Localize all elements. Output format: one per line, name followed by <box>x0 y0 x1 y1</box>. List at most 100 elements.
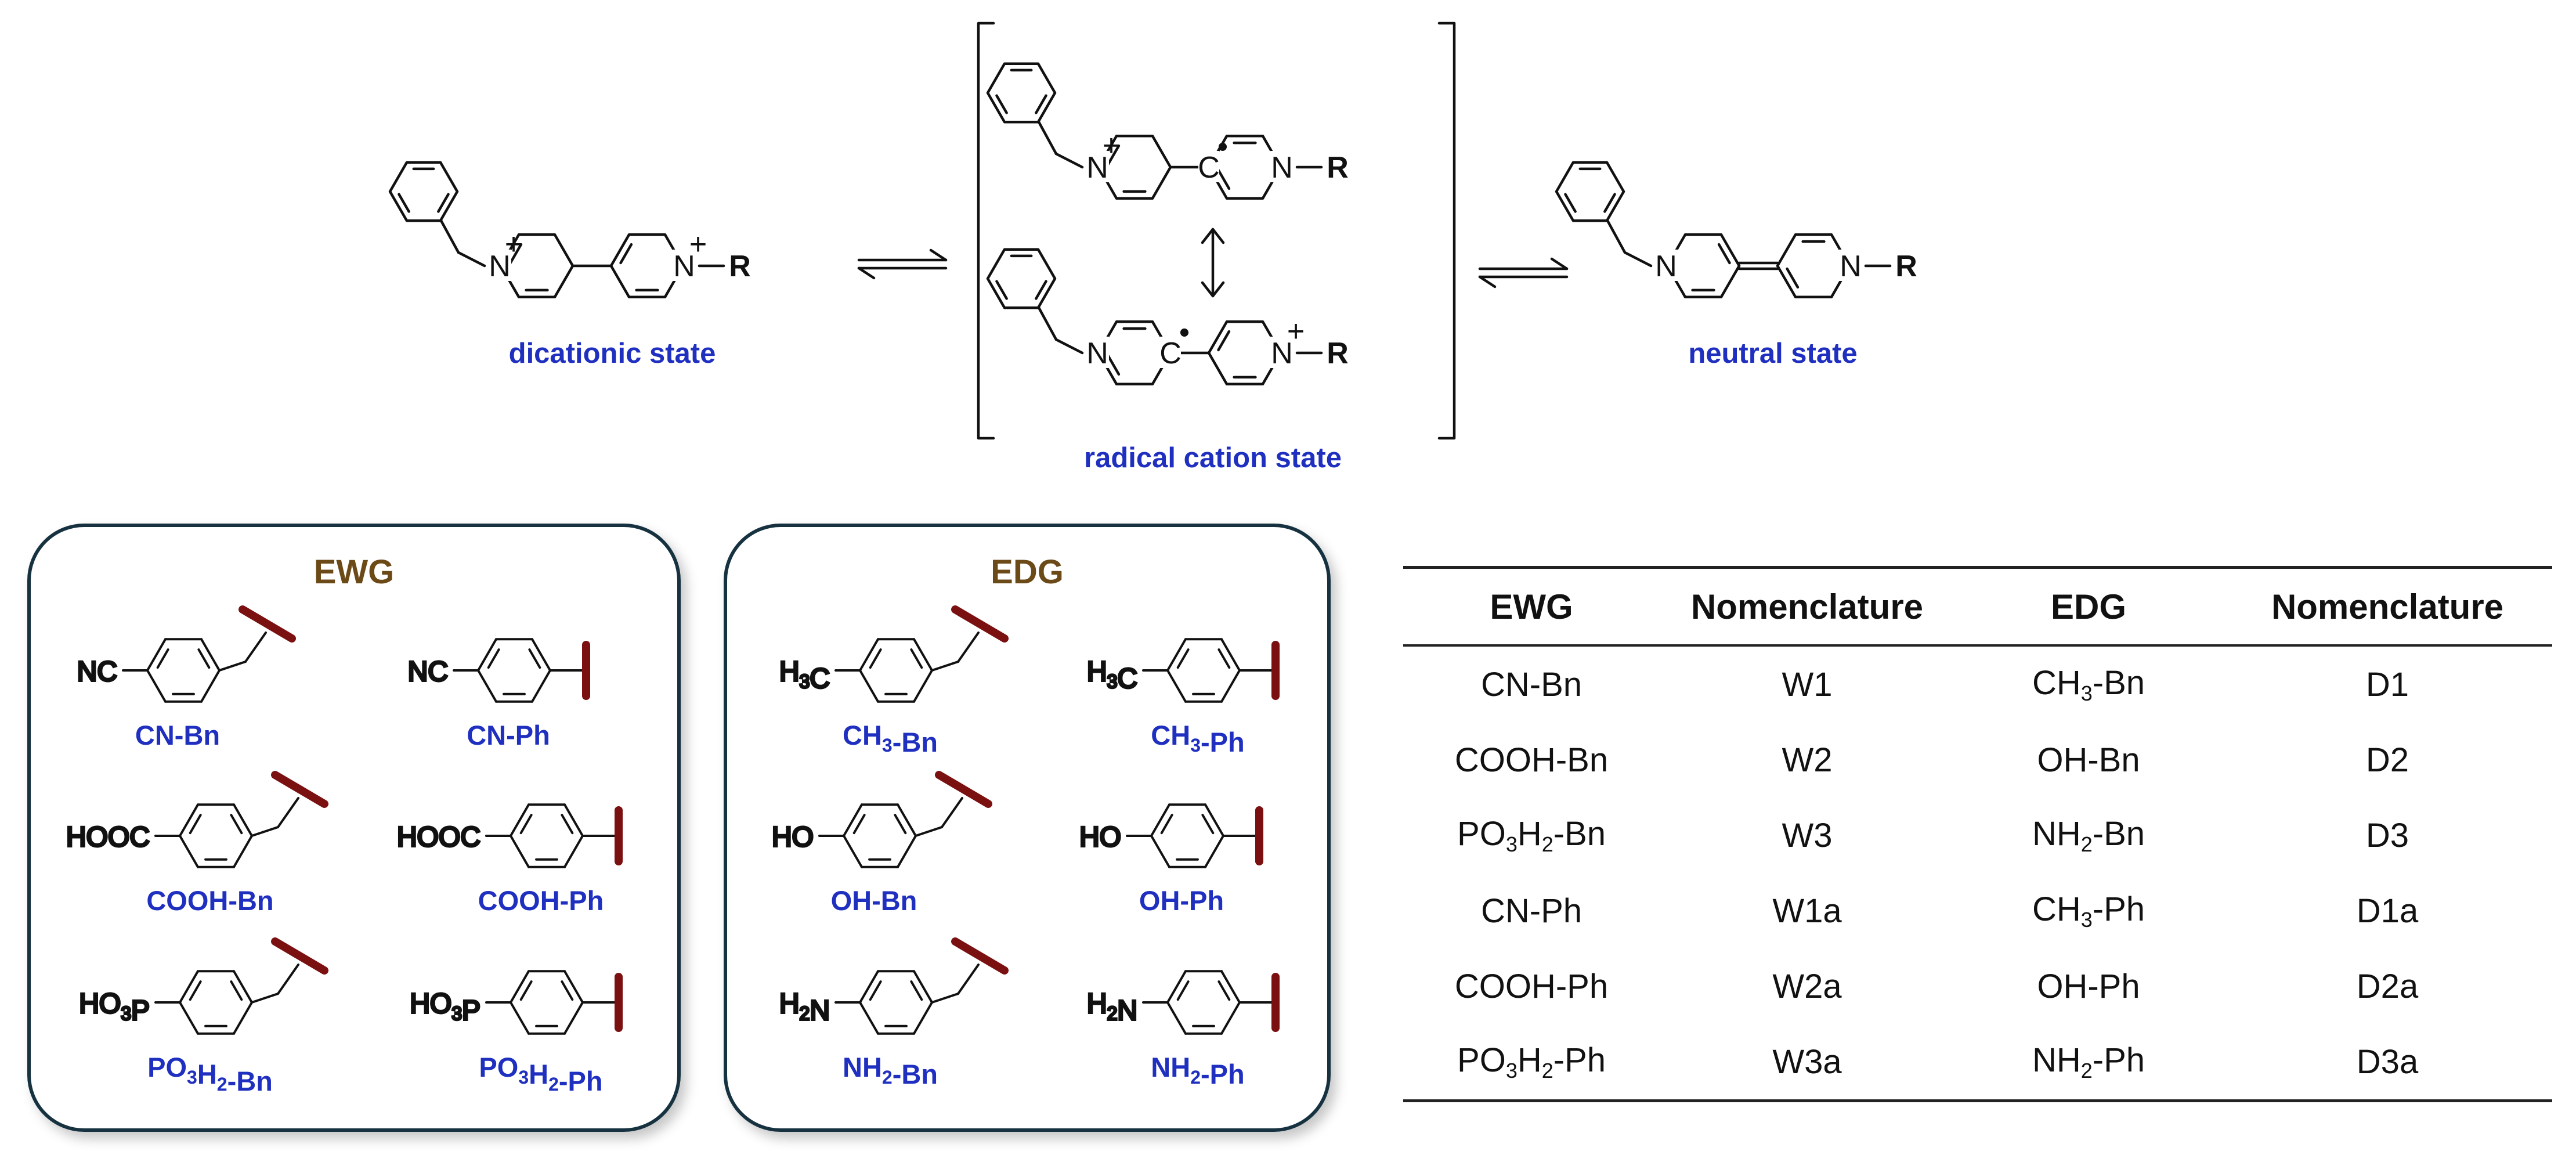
ring-double-bond <box>230 814 243 835</box>
ring-bond <box>233 803 253 837</box>
ring-double-bond <box>1201 814 1215 835</box>
benzyl-bond <box>277 797 299 828</box>
arrow-head <box>1550 257 1569 270</box>
atom-mask <box>1270 151 1294 182</box>
edg-box-title: EDG <box>991 553 1064 591</box>
table-cell: W2 <box>1782 741 1833 779</box>
atom-mask <box>1086 337 1109 368</box>
table-cell: CN-Bn <box>1480 665 1583 703</box>
ring-bond <box>563 970 584 1004</box>
surface-anchor <box>935 771 992 808</box>
ring-double-bond <box>561 980 574 1001</box>
table-cell: W3 <box>1782 816 1833 854</box>
substituent-formula: HO3P <box>79 988 150 1026</box>
charge-plus: + <box>1103 129 1120 163</box>
table-header-row: EWG Nomenclature EDG Nomenclature <box>1403 566 2552 647</box>
substituent-formula: HOOC <box>66 822 150 853</box>
substituent-label: PO3H2-Bn <box>147 1052 273 1096</box>
ring-double-bond <box>1035 94 1047 114</box>
benzyl-bond <box>931 661 959 672</box>
ring-outline <box>1555 161 1625 222</box>
table-cell: NH2-Bn <box>2032 814 2145 856</box>
ring-bond <box>913 638 933 672</box>
substituent-label: COOH-Ph <box>478 885 604 916</box>
table-cell: CN-Ph <box>1480 892 1583 930</box>
surface-anchor <box>239 605 296 643</box>
ring-double-bond <box>1786 267 1800 289</box>
table-cell: OH-Ph <box>2037 967 2140 1005</box>
pyridinium-ring-2 <box>1207 320 1282 385</box>
ring-bond <box>531 669 551 703</box>
ring-bond <box>1776 264 1797 298</box>
table-cell: CH3-Ph <box>2032 890 2145 932</box>
table-cell: D1 <box>2365 665 2409 703</box>
ring-bond <box>531 638 551 672</box>
table-cell: D2a <box>2356 967 2419 1005</box>
substituent-formula: HO <box>772 822 814 853</box>
table-cell: W1a <box>1772 892 1842 930</box>
ring-bond <box>553 264 575 298</box>
substituent-formula: H3C <box>779 656 830 694</box>
ring-bond <box>913 669 933 703</box>
ring-bond <box>510 803 530 837</box>
benzyl-bond <box>457 251 486 268</box>
ring-bond <box>1150 803 1170 837</box>
equilibrium-arrow-2 <box>1478 257 1569 288</box>
ring-bond <box>843 803 863 837</box>
ring-bond <box>897 835 917 868</box>
ring-double-bond <box>1564 193 1577 213</box>
ring-bond <box>233 835 253 868</box>
substituent-formula: H2N <box>1087 988 1137 1026</box>
ring-double-bond <box>995 280 1008 300</box>
ring-double-bond <box>156 648 169 669</box>
surface-anchor <box>951 937 1009 975</box>
ring-double-bond <box>1217 980 1231 1001</box>
ring-bond <box>146 638 167 672</box>
ring-double-bond <box>1217 168 1231 190</box>
ring-bond <box>1166 669 1187 703</box>
benzyl-bond <box>1054 152 1084 169</box>
table-cell: D2 <box>2365 741 2409 779</box>
substituent-formula: NC <box>77 656 117 687</box>
r-group: R <box>1895 250 1917 283</box>
atom-mask <box>1270 337 1294 368</box>
ring-bond <box>1776 233 1797 268</box>
benzyl-bond <box>218 661 247 672</box>
ring-double-bond <box>1176 648 1190 669</box>
carbon-atom: C <box>1198 151 1220 185</box>
arrow-head <box>1478 275 1497 288</box>
substituent-formula: HO3P <box>410 988 480 1026</box>
ring-bond <box>477 638 497 672</box>
ring-outline <box>986 62 1057 124</box>
table-header-nomenclature-edg: Nomenclature <box>2223 566 2552 647</box>
ring-bond <box>553 233 575 268</box>
ring-double-bond <box>197 648 211 669</box>
ring-bond <box>233 1001 253 1035</box>
ring-double-bond <box>869 648 882 669</box>
nitrogen-atom: N <box>1086 151 1108 185</box>
ring-bond <box>233 970 253 1004</box>
benzyl-bond <box>1037 306 1058 341</box>
left-bracket <box>977 21 995 440</box>
ring-bond <box>1204 803 1224 837</box>
table-cell: D3a <box>2223 1024 2552 1102</box>
ring-double-bond <box>1603 193 1616 213</box>
benzyl-bond <box>941 797 963 828</box>
r-group: R <box>1327 151 1349 185</box>
ring-bond <box>1220 1001 1241 1035</box>
atom-mask <box>1086 151 1109 182</box>
ring-double-bond <box>437 193 450 213</box>
table-cell: W2a <box>1772 967 1842 1005</box>
benzyl-bond <box>251 993 279 1004</box>
neutral-state-label: neutral state <box>1688 338 1857 369</box>
radical-dot: • <box>1179 316 1190 349</box>
arrow-head <box>857 266 876 280</box>
carbon-atom: C <box>1159 337 1182 370</box>
arrow-head <box>1201 228 1225 244</box>
charge-plus: + <box>1287 315 1305 348</box>
